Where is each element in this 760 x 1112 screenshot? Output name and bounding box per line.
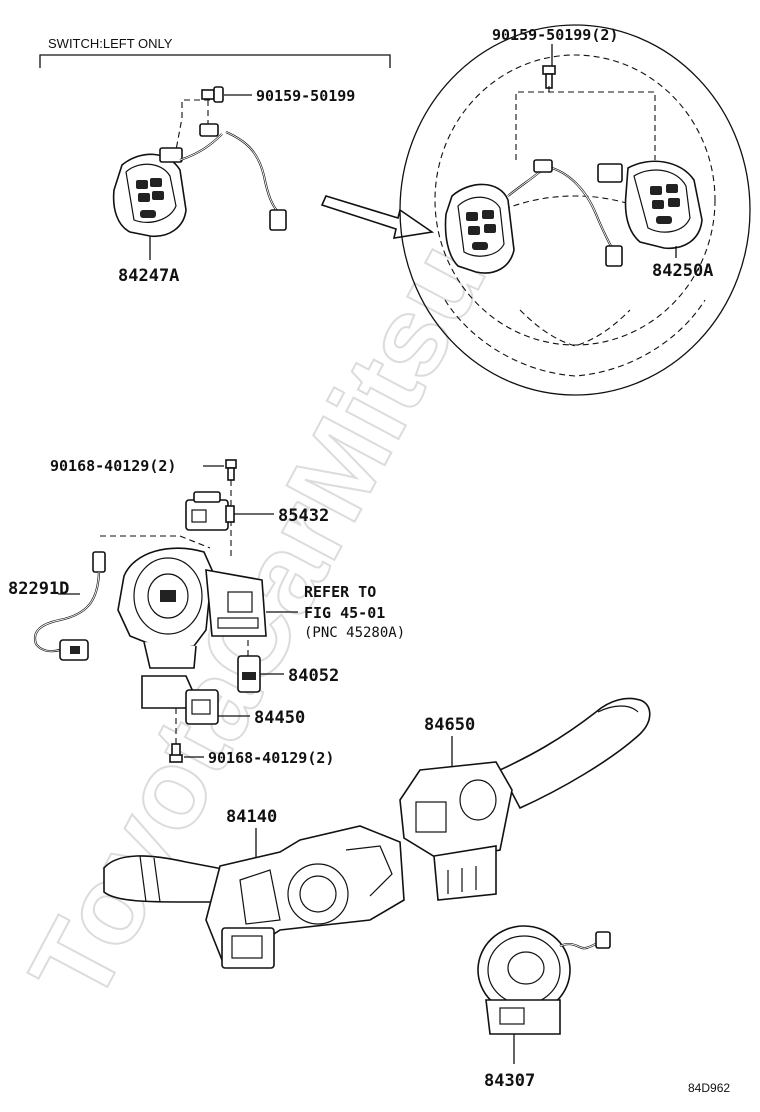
connector-icon-wheel-a [533, 159, 553, 173]
switch-left-group: SWITCH:LEFT ONLY 90159-50199 84247 [39, 36, 391, 286]
bolt-icon-lower-mid [169, 743, 183, 763]
switch-wheel-left-shape [444, 183, 515, 274]
steering-wheel-outline [399, 24, 751, 396]
label-part-84450: 84450 [254, 708, 305, 728]
label-part-84250A: 84250A [652, 261, 713, 281]
wiper-lever-shape [498, 697, 651, 810]
switch-body-shape [117, 547, 267, 669]
wiper-switch-body [399, 761, 513, 901]
part-82291D-shape [33, 551, 106, 661]
switch-84247A-shape [112, 147, 187, 237]
diagram-code: 84D962 [688, 1081, 730, 1095]
steering-wheel-inner [434, 54, 716, 346]
label-part-84307: 84307 [484, 1071, 535, 1091]
label-part-84052: 84052 [288, 666, 339, 686]
arrow-to-steering-wheel [320, 195, 435, 239]
part-84650-group: 84650 [399, 697, 651, 901]
label-part-85432: 85432 [278, 506, 329, 526]
combination-switch-group: 90168-40129(2) 85432 82291D [8, 457, 405, 767]
label-part-84650: 84650 [424, 715, 475, 735]
label-bolt-90159-50199: 90159-50199 [256, 87, 355, 105]
bolt-icon-wheel [542, 65, 556, 89]
reference-line-3: (PNC 45280A) [304, 625, 405, 641]
label-part-82291D: 82291D [8, 579, 69, 599]
steering-wheel-group: 90159-50199(2) 84250A [399, 24, 751, 396]
label-bolt-90168-40129-2-upper: 90168-40129(2) [50, 457, 176, 475]
label-part-84140: 84140 [226, 807, 277, 827]
turn-lever-shape [103, 855, 229, 903]
bolt-icon-upper-left [201, 86, 224, 103]
connector-icon-spiral [595, 931, 611, 949]
turn-switch-body [205, 825, 405, 969]
part-85432-shape [185, 491, 235, 531]
spiral-cable-shape [477, 925, 571, 1035]
label-bolt-90159-50199-2: 90159-50199(2) [492, 26, 618, 44]
switch-84250A-shape [597, 160, 703, 249]
connector-icon-upper-left-b [269, 209, 287, 231]
connector-icon-wheel-b [605, 245, 623, 267]
connector-icon-upper-left-a [199, 123, 219, 137]
part-84052-shape [237, 655, 261, 693]
dash-guide-upper-left [175, 99, 210, 151]
note-switch-left-only: SWITCH:LEFT ONLY [48, 36, 173, 51]
dash-guide-wheel [515, 91, 656, 160]
label-part-84247A: 84247A [118, 266, 179, 286]
reference-line-1: REFER TO [304, 583, 376, 601]
part-84307-group: 84307 [477, 925, 611, 1091]
part-84140-group: 84140 [103, 807, 405, 969]
bolt-icon-upper-mid [225, 459, 237, 481]
dash-guide-82291D [100, 535, 211, 549]
reference-line-2: FIG 45-01 [304, 604, 385, 622]
note-bracket [39, 54, 391, 68]
label-bolt-90168-40129-2-lower: 90168-40129(2) [208, 749, 334, 767]
part-84450-shape [141, 675, 219, 725]
